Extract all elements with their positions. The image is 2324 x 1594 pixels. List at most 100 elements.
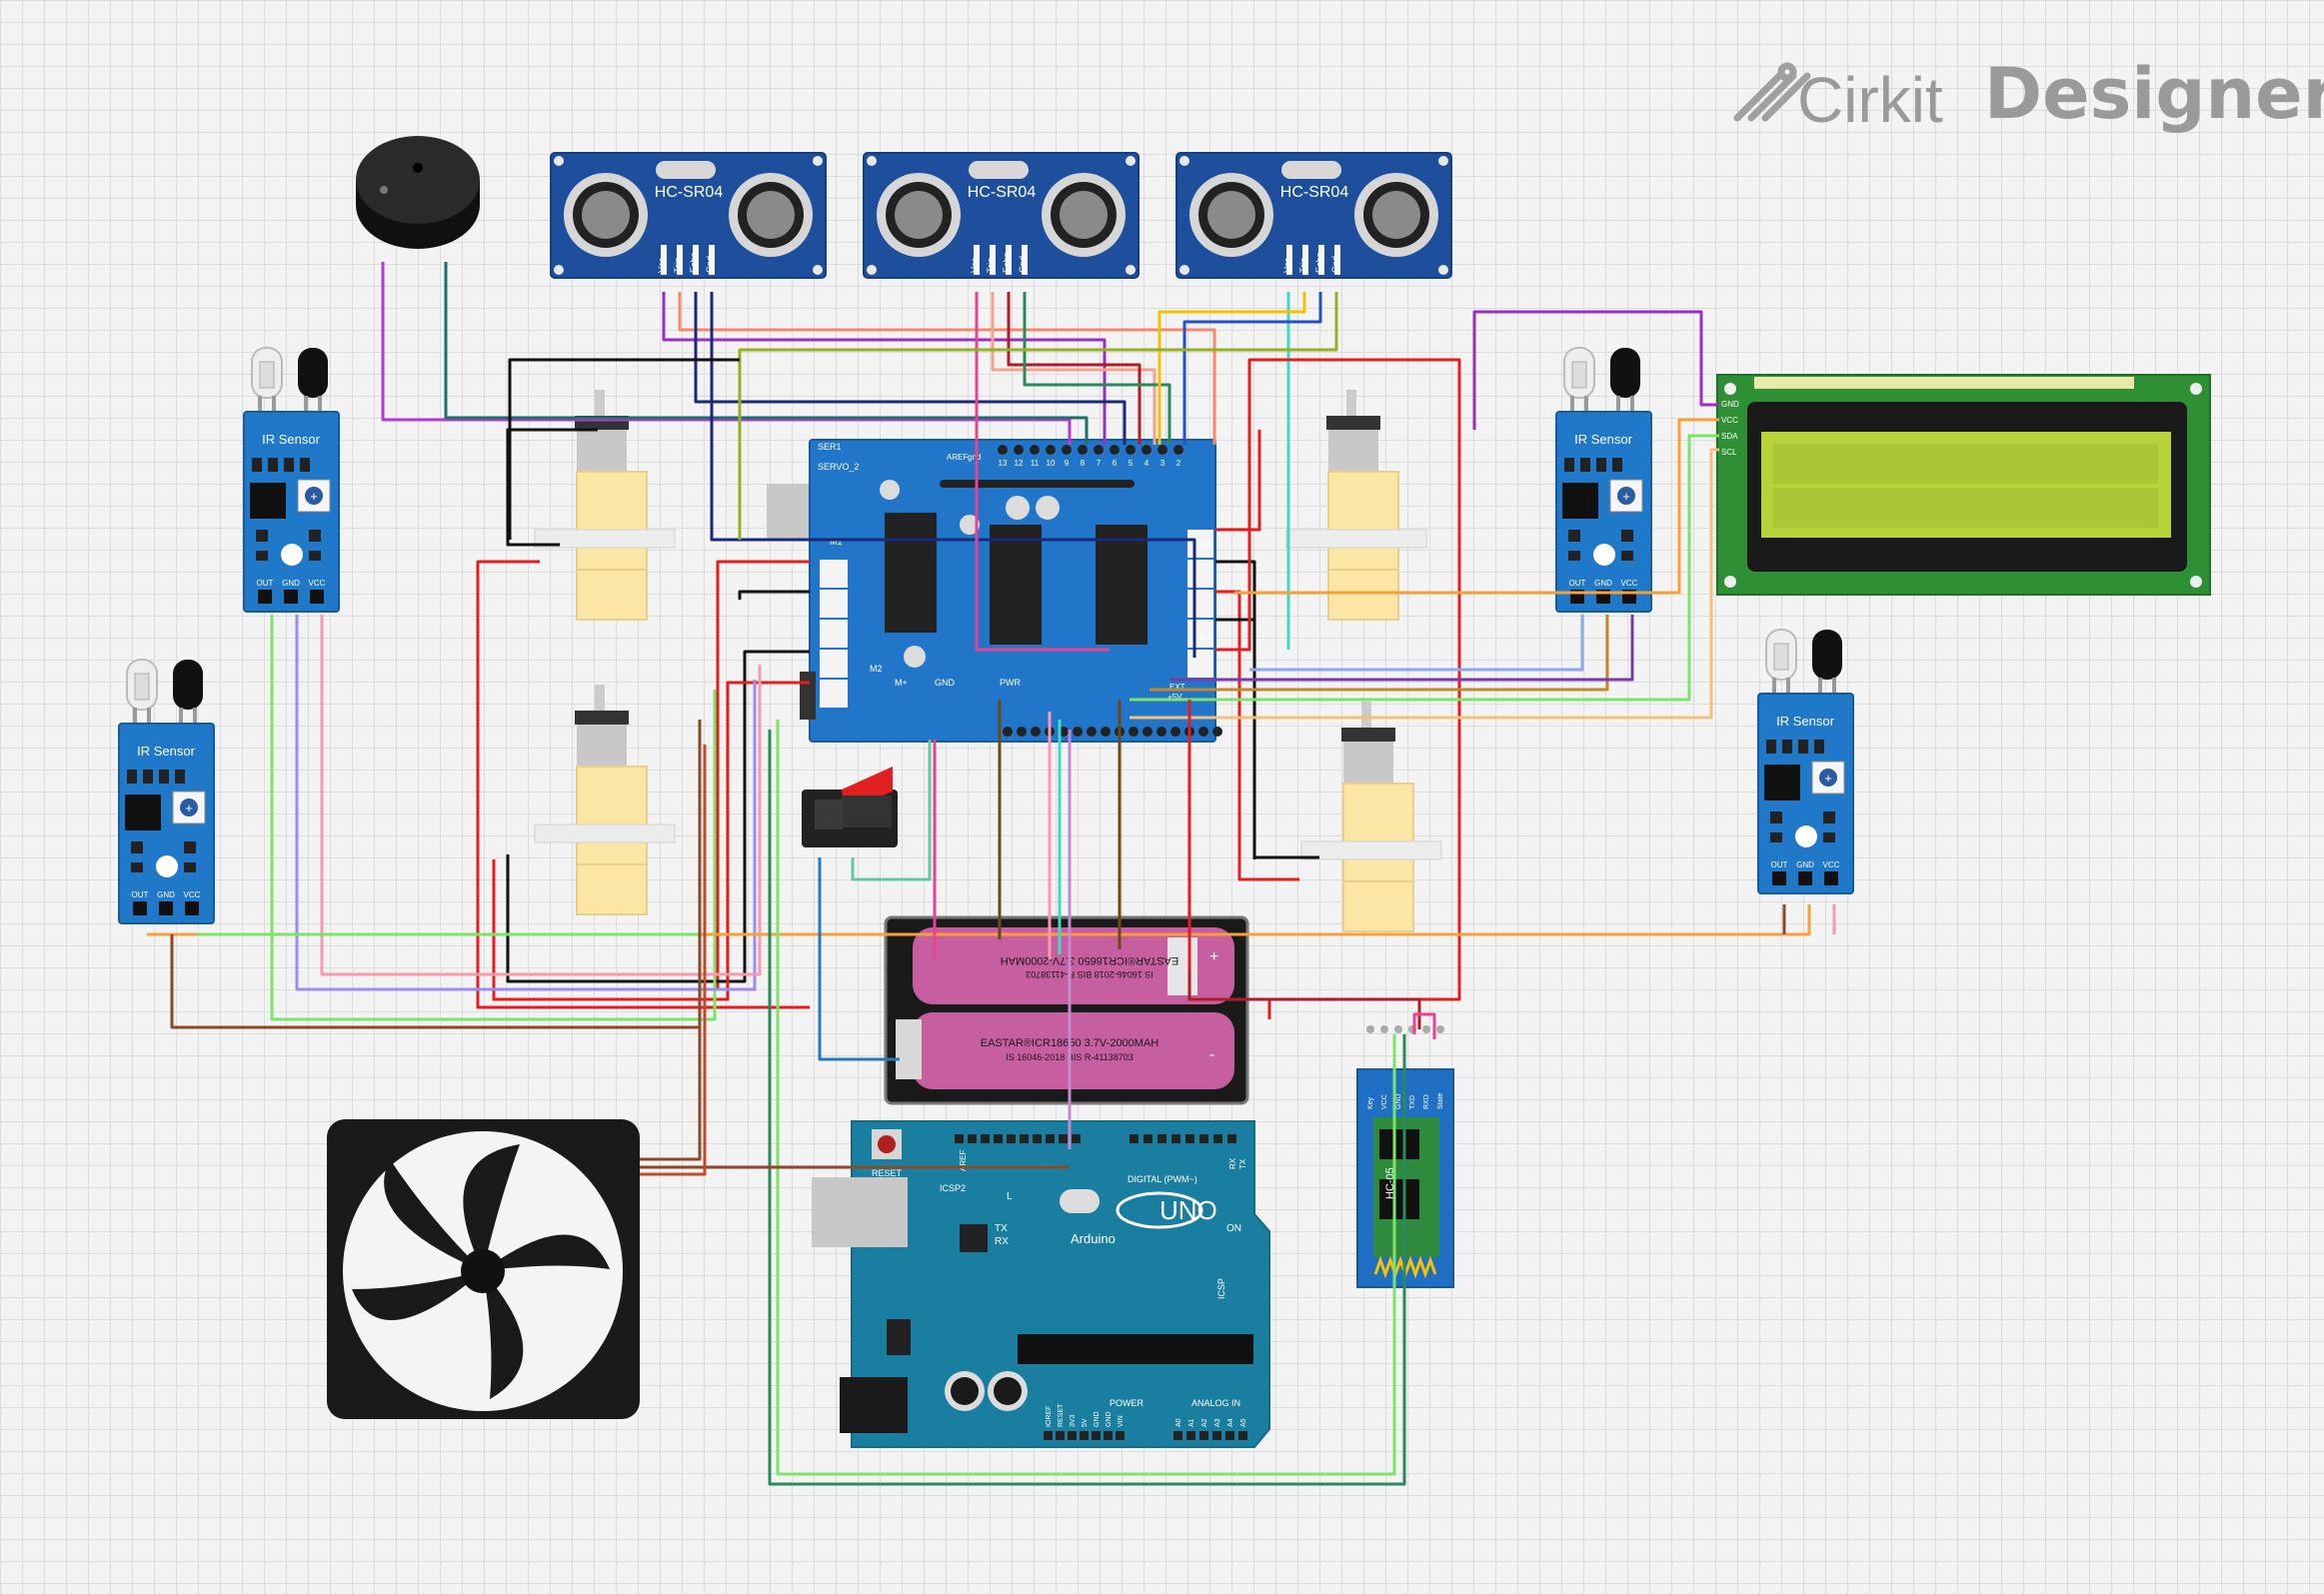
ultrasonic-pin-label: Vcc xyxy=(657,257,667,273)
arduino-power-pin xyxy=(1056,1431,1065,1440)
ultrasonic-pin-label: Echo xyxy=(1314,252,1324,273)
arduino-analog-pin xyxy=(1238,1431,1247,1440)
arduino-digital-pin xyxy=(1199,1134,1208,1143)
ultrasonic-pin-label: Gnd xyxy=(1330,256,1340,273)
buzzer-icon xyxy=(356,136,480,249)
gear-motor-3 xyxy=(1285,389,1427,621)
arduino-analog-pin-label: A5 xyxy=(1240,1418,1247,1427)
arduino-power-pin xyxy=(1116,1431,1125,1440)
ir-pin-label: VCC xyxy=(309,579,326,588)
arduino-power-pin-label: RESET xyxy=(1058,1403,1065,1427)
shield-bottom-pin xyxy=(1212,727,1222,737)
pwr-label: PWR xyxy=(1000,678,1021,688)
on-label: ON xyxy=(1226,1223,1241,1234)
arduino-digital-pin xyxy=(1046,1134,1055,1143)
gear-motor-1 xyxy=(534,389,676,621)
arduino-power-pin xyxy=(1104,1431,1113,1440)
arduino-power-pin xyxy=(1080,1431,1089,1440)
battery-text-1: EASTAR®ICR18650 3.7V-2000MAH xyxy=(1001,954,1179,966)
battery-pack: + - EASTAR®ICR18650 3.7V-2000MAH IS 1604… xyxy=(884,915,1249,1105)
shield-pin xyxy=(1110,445,1120,455)
ir-pin-label: GND xyxy=(282,579,300,588)
bt-pin-label: TXD xyxy=(1409,1095,1416,1109)
lcd-pin-label: VCC xyxy=(1721,416,1738,425)
lcd-pin-label: SCL xyxy=(1721,448,1737,457)
bt-pin xyxy=(1380,1025,1388,1033)
shield-pin xyxy=(1062,445,1072,455)
shield-pin-label: 10 xyxy=(1047,459,1056,468)
ultrasonic-pin-label: Trig xyxy=(1298,258,1308,273)
ir-pin-label: GND xyxy=(1594,579,1612,588)
ultrasonic-pin-label: Vcc xyxy=(1282,257,1292,273)
shield-bottom-pin xyxy=(1073,727,1083,737)
bt-pin-label: GND xyxy=(1395,1093,1402,1109)
arduino-digital-pin xyxy=(1020,1134,1029,1143)
shield-bottom-pin xyxy=(1017,727,1027,737)
arduino-power-pin-label: 3V3 xyxy=(1070,1414,1077,1427)
arduino-digital-pin xyxy=(994,1134,1003,1143)
shield-bottom-pin xyxy=(1031,727,1041,737)
aref-pin-label: AREF xyxy=(959,1150,968,1171)
bt-pin xyxy=(1422,1025,1430,1033)
shield-pin-label: 9 xyxy=(1065,459,1070,468)
arduino-analog-pin xyxy=(1186,1431,1195,1440)
wires xyxy=(147,262,1836,1486)
ultrasonic-pin-label: Echo xyxy=(1002,252,1012,273)
tx-pin-label: TX xyxy=(1238,1158,1247,1169)
shield-pin xyxy=(1126,445,1136,455)
m4-label: M4 xyxy=(1199,540,1212,550)
arduino-brand: Arduino xyxy=(1071,1231,1116,1246)
bt-pin xyxy=(1394,1025,1402,1033)
shield-pin xyxy=(998,445,1008,455)
ir-label: IR Sensor xyxy=(137,744,195,759)
arduino-digital-pin xyxy=(1158,1134,1166,1143)
fan-icon xyxy=(327,1119,640,1419)
shield-pin xyxy=(1158,445,1167,455)
ir-pin-label: GND xyxy=(1796,860,1814,869)
arduino-analog-pin-label: A0 xyxy=(1175,1418,1182,1427)
shield-pin xyxy=(1173,445,1183,455)
ultrasonic-pin-label: Vcc xyxy=(970,257,980,273)
shield-pin-label: 7 xyxy=(1097,459,1102,468)
rocker-switch-icon xyxy=(802,767,898,847)
gnd-label: GND xyxy=(935,678,956,688)
logo-product: Designer xyxy=(1984,53,2324,135)
ir-pin-label: VCC xyxy=(1621,579,1638,588)
arduino-digital-pin xyxy=(1072,1134,1081,1143)
shield-bottom-pin xyxy=(1003,727,1013,737)
ir-pin-label: OUT xyxy=(1569,579,1586,588)
shield-pin-label: 11 xyxy=(1031,459,1040,468)
arduino-power-pin xyxy=(1068,1431,1077,1440)
ser1-label: SER1 xyxy=(818,442,842,452)
shield-pin-label: 12 xyxy=(1015,459,1024,468)
ultrasonic-pin-label: Echo xyxy=(689,252,699,273)
gnd-top-label: gnd xyxy=(968,453,981,462)
m3-label: M3 xyxy=(1199,632,1212,642)
servo2-label: SERVO_2 xyxy=(818,462,859,472)
shield-bottom-pin xyxy=(1129,727,1139,737)
led-l-label: L xyxy=(1007,1191,1013,1202)
lcd-pin-label: GND xyxy=(1721,400,1739,409)
arduino-analog-pin xyxy=(1212,1431,1221,1440)
shield-bottom-pin xyxy=(1157,727,1166,737)
shield-bottom-pin xyxy=(1087,727,1097,737)
shield-pin xyxy=(1078,445,1088,455)
shield-pin xyxy=(1142,445,1152,455)
arduino-digital-pin xyxy=(968,1134,977,1143)
arduino-digital-pin xyxy=(981,1134,990,1143)
arduino-digital-pin xyxy=(1171,1134,1180,1143)
motor-shield: SER1 SERVO_2 M1 M2 M3 M4 GND M+ PWR AREF… xyxy=(767,439,1222,743)
ext-label: EXT xyxy=(1169,683,1185,692)
bt-pin-label: VCC xyxy=(1381,1094,1388,1109)
arduino-digital-pin xyxy=(1130,1134,1139,1143)
ir-pin-label: GND xyxy=(157,890,175,899)
bt-pin-label: Key xyxy=(1367,1096,1374,1109)
ir-label: IR Sensor xyxy=(1776,714,1834,729)
lcd-pin-label: SDA xyxy=(1721,432,1738,441)
shield-pin xyxy=(1030,445,1040,455)
arduino-digital-pin xyxy=(1213,1134,1222,1143)
